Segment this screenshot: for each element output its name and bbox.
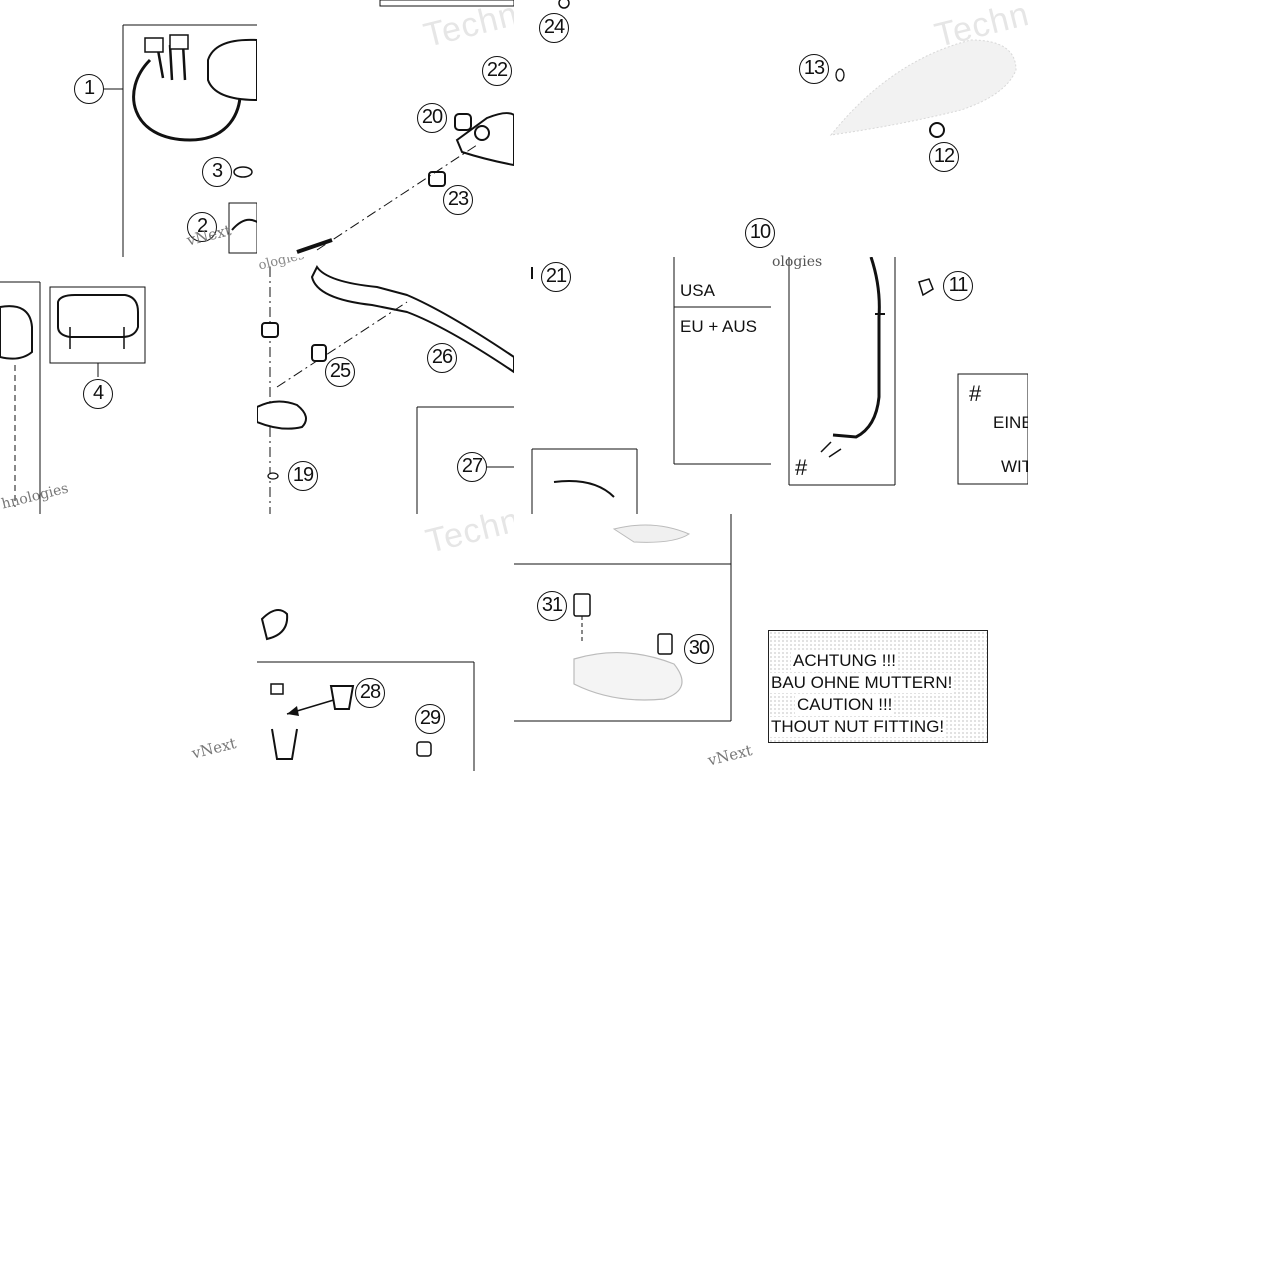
callout-27: 27: [457, 452, 487, 482]
wit-partial-label: WIT: [1001, 457, 1028, 476]
variant-eu-aus-label: EU + AUS: [680, 317, 758, 336]
callout-26: 26: [427, 343, 457, 373]
notice-line-1: ACHTUNG !!!: [791, 651, 898, 671]
variants-drawing: [531, 257, 771, 514]
callout-31: 31: [537, 591, 567, 621]
callout-29: 29: [415, 704, 445, 734]
callout-10: 10: [745, 218, 775, 248]
callout-19: 19: [288, 461, 318, 491]
callout-11: 11: [943, 271, 973, 301]
callout-13: 13: [799, 54, 829, 84]
callout-23: 23: [443, 185, 473, 215]
callout-24: 24: [539, 13, 569, 43]
parts-12-13-drawing: [829, 39, 1017, 138]
callout-21: 21: [541, 262, 571, 292]
cable-hash-label: #: [795, 455, 808, 480]
callout-4: 4: [83, 379, 113, 409]
tile-speedometer: 1 3 2 vNext: [0, 0, 257, 257]
notice-line-4: THOUT NUT FITTING!: [769, 717, 947, 737]
part-4-drawing: [0, 281, 146, 514]
callout-20: 20: [417, 103, 447, 133]
clamp-drawing: [257, 609, 475, 771]
callout-3: 3: [202, 157, 232, 187]
callout-22: 22: [482, 56, 512, 86]
cable-drawing: [788, 257, 1028, 486]
callout-2: 2: [187, 212, 217, 242]
part-24-drawing: [558, 0, 570, 9]
caution-notice: ACHTUNG !!! BAU OHNE MUTTERN! CAUTION !!…: [768, 630, 988, 743]
tile-handlebar: 25 26 19 27 ologies: [257, 257, 514, 514]
callout-25: 25: [325, 357, 355, 387]
tile-variants: 21 USA EU + AUS: [514, 257, 771, 514]
tile-cable: 11 # # EINE WIT Techno: [771, 257, 1028, 514]
tile-part-4: 4 hnologies: [0, 257, 257, 514]
eine-partial-label: EINE: [993, 413, 1028, 432]
callout-1: 1: [74, 74, 104, 104]
watermark-technologies: ologies: [772, 254, 823, 270]
callout-30: 30: [684, 634, 714, 664]
variant-usa-label: USA: [680, 281, 715, 300]
notice-line-2: BAU OHNE MUTTERN!: [769, 673, 955, 693]
speedometer-drawing: [104, 24, 257, 257]
tile-clamp: 28 29 Techno: [257, 514, 514, 771]
tile-part-24: 24: [514, 0, 771, 257]
box-hash-label: #: [969, 381, 982, 406]
callout-28: 28: [355, 678, 385, 708]
tile-lower-clamp: 31 30: [514, 514, 771, 771]
watermark-vnext-3: vNext: [190, 734, 238, 763]
bracket-drawing: [296, 0, 514, 254]
lower-clamp-drawing: [514, 514, 732, 722]
tile-parts-12-13: 13 12 Techno vNext: [771, 0, 1028, 257]
handlebar-drawing: [257, 265, 514, 514]
callout-12: 12: [929, 142, 959, 172]
notice-line-3: CAUTION !!!: [795, 695, 895, 715]
tile-bracket: 22 20 23 Techno: [257, 0, 514, 257]
